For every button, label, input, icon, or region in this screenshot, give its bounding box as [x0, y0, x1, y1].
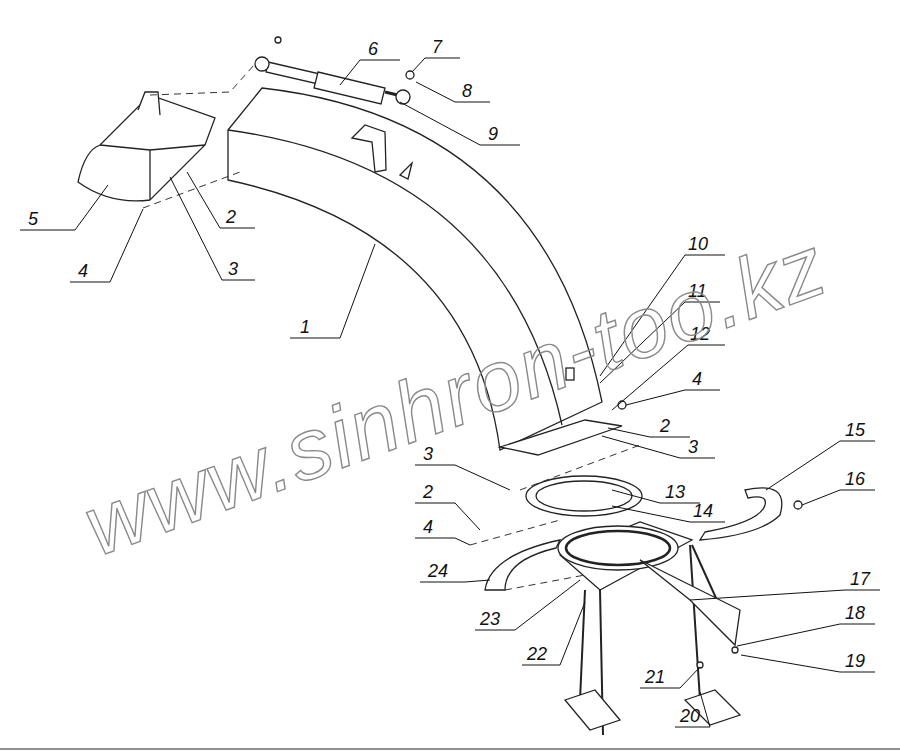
eye	[255, 57, 269, 71]
cylinder-body	[314, 72, 385, 104]
dashed-line	[143, 172, 240, 208]
bracket	[352, 125, 386, 172]
cylinder-rod	[266, 62, 320, 84]
callout-number: 7	[432, 37, 442, 57]
ring-inner	[566, 531, 670, 565]
callout-number: 3	[228, 259, 238, 279]
stand-panel	[640, 560, 740, 645]
dashed-line	[520, 445, 640, 490]
callout-number: 5	[28, 209, 38, 229]
callout-number: 16	[845, 469, 865, 489]
callout-number: 8	[462, 81, 472, 101]
callout-number: 22	[527, 644, 547, 664]
callout-number: 4	[423, 517, 433, 537]
half-ring	[485, 540, 560, 590]
callout-number: 20	[680, 706, 700, 726]
pin	[406, 71, 414, 79]
callout-number: 24	[428, 561, 448, 581]
callout-number: 1	[300, 317, 310, 337]
dashed-line	[150, 64, 255, 95]
callout-number: 17	[850, 569, 870, 589]
ring-inner	[536, 481, 632, 511]
chute-mark	[400, 163, 412, 179]
hood-edge	[100, 145, 205, 200]
leaders	[20, 58, 880, 727]
callout-number: 4	[692, 369, 702, 389]
flange	[500, 420, 622, 455]
nut	[732, 647, 738, 653]
callout-number: 4	[78, 261, 88, 281]
nut	[618, 401, 626, 409]
dashed-line	[505, 575, 585, 590]
callout-number: 23	[480, 609, 500, 629]
callout-number: 13	[665, 482, 685, 502]
ring	[558, 526, 678, 570]
watermark: www.sinhron-too.kz	[72, 219, 837, 571]
hood-bracket	[138, 92, 160, 115]
callout-number: 19	[845, 651, 865, 671]
callout-number: 3	[688, 437, 698, 457]
foot	[565, 690, 620, 730]
callout-number: 6	[368, 39, 378, 59]
callout-number: 2	[423, 482, 433, 502]
callout-number: 15	[845, 420, 865, 440]
callout-number: 21	[645, 667, 665, 687]
dashed-line	[470, 520, 560, 545]
ring	[526, 476, 642, 516]
callout-number: 10	[688, 234, 708, 254]
callout-number: 2	[226, 207, 236, 227]
bolt	[794, 501, 802, 509]
callout-number: 9	[488, 124, 498, 144]
callout-number: 18	[845, 603, 865, 623]
eye	[396, 90, 410, 104]
frame-line	[0, 749, 900, 750]
callout-number: 14	[693, 501, 713, 521]
callout-number: 2	[660, 416, 670, 436]
pin	[275, 37, 281, 43]
